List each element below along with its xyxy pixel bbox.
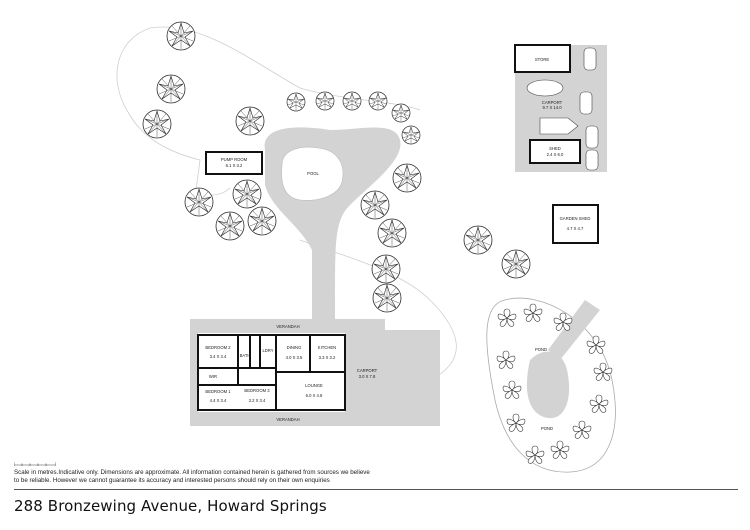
garden-shed [552,204,599,244]
scale-bar [14,462,56,466]
verandah-left [190,333,198,412]
pool [281,146,344,201]
bedroom3-label: BEDROOM 3 [244,388,270,393]
pump-room-label: PUMP ROOM [221,157,248,162]
garden-shed-label: GARDEN SHED [560,216,591,221]
bedroom2-size: 3.4 X 3.4 [210,354,227,359]
shed [529,139,581,164]
shed-label: SHED [549,146,561,151]
pool-label: POOL [307,171,319,176]
disclaimer-text: Scale in metres.Indicative only. Dimensi… [14,469,370,484]
verandah-bottom [190,412,385,426]
bath-label: BATH [240,353,251,358]
bedroom1-size: 4.4 X 3.4 [210,398,227,403]
carport-size: 9.7 X 14.0 [542,105,562,110]
pond-bridge [548,300,600,360]
dining-label: DINING [287,345,302,350]
shed-size: 2.4 X 6.0 [547,152,564,157]
carport-side [345,330,440,426]
dining-size: 4.0 X 3.5 [286,355,303,360]
laundry-label: LDRY [262,348,273,353]
lounge-label: LOUNGE [305,383,323,388]
garden-shed-size: 4.7 X 4.7 [567,226,584,231]
carport-label: CARPORT [542,100,563,105]
verandah-top [190,319,385,333]
kitchen-size: 3.3 X 3.2 [319,355,336,360]
house-walls [197,334,346,411]
carport-side-label: CARPORT [357,368,378,373]
vehicles [526,47,599,171]
pond [526,351,570,419]
bedroom2-label: BEDROOM 2 [205,345,231,350]
pump-room-size: 6.1 X 3.2 [226,163,243,168]
verandah-top-label: VERANDAH [276,324,299,329]
store-label: STORE [535,57,550,62]
pump-room [205,151,263,175]
wir-label: WIR [209,374,217,379]
lounge-size: 6.0 X 4.8 [306,393,323,398]
carport-side-size: 3.0 X 7.8 [359,374,376,379]
bedroom3-size: 3.2 X 3.4 [249,398,266,403]
store [514,44,571,73]
pond-bottom-label: POND [541,426,553,431]
bedroom1-label: BEDROOM 1 [205,389,231,394]
divider [14,489,738,490]
verandah-bottom-label: VERANDAH [276,417,299,422]
pond-top-label: POND [535,347,547,352]
property-address: 288 Bronzewing Avenue, Howard Springs [14,497,327,515]
kitchen-label: KITCHEN [318,345,336,350]
